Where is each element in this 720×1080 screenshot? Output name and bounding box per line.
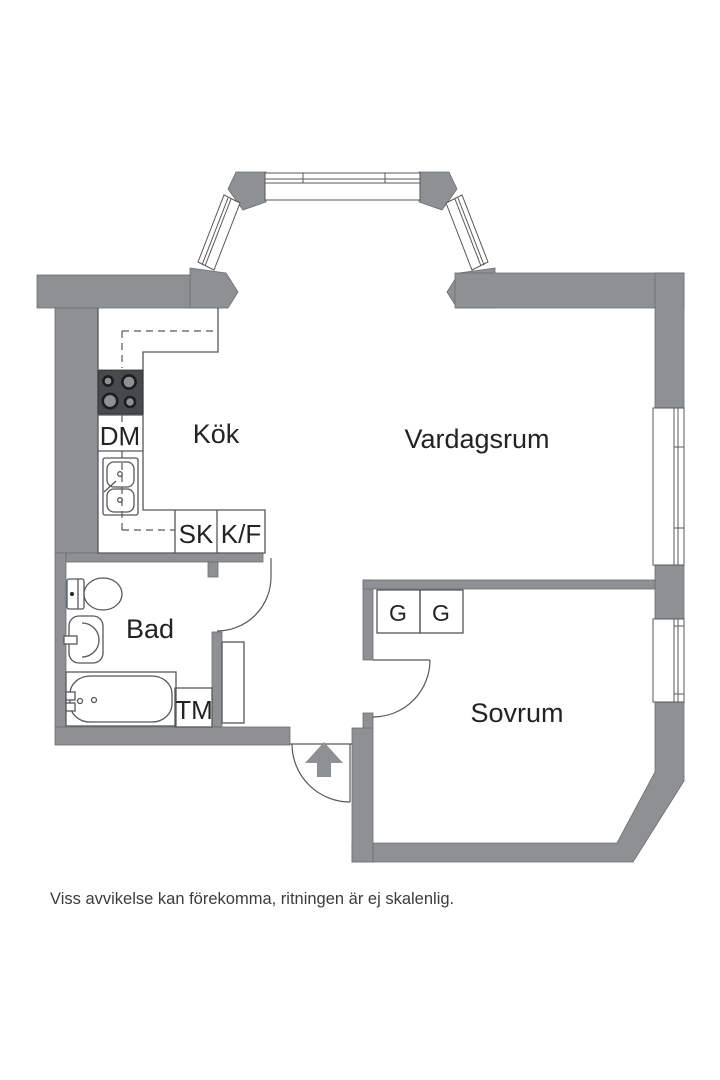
wall-right-middle-pier [654, 564, 685, 620]
wall-right-upper [654, 272, 685, 409]
bedroom-label: Sovrum [470, 698, 563, 728]
toilet-flush-button [70, 592, 74, 596]
bathtub-drain [90, 696, 98, 704]
bay-window-right-glass-line [457, 197, 485, 266]
dishwasher-label: DM [100, 421, 140, 451]
wall-bedroom-door-stub [362, 712, 374, 729]
living-room-label: Vardagsrum [404, 424, 549, 454]
entry-arrow-icon [305, 742, 343, 777]
wardrobe-left-label: G [389, 600, 407, 626]
bathroom-label: Bad [126, 614, 174, 644]
bathroom-sink-tap [63, 635, 78, 645]
wall-bedroom-left-lower [351, 727, 374, 863]
wall-bay-lower-left-block [189, 267, 239, 309]
bay-window-left-glass-line [201, 197, 229, 266]
living-room-window [652, 407, 685, 566]
sink-faucet [103, 480, 117, 493]
stove-burner-small-1 [102, 375, 114, 387]
walls [36, 171, 685, 863]
bay-window-right [445, 194, 489, 271]
bathroom-door-arc [216, 576, 272, 632]
bedroom-door-arc [372, 659, 431, 718]
bay-window-right-glass-line2 [454, 198, 482, 267]
stove-burner-large-2 [101, 392, 119, 410]
bay-window-top [264, 172, 421, 201]
wardrobe-right-label: G [432, 600, 450, 626]
kitchen-sink-bowl-bottom [106, 488, 135, 513]
kitchen-label: Kök [193, 419, 240, 449]
wall-bedroom-top-thin [362, 579, 656, 590]
disclaimer-text: Viss avvikelse kan förekomma, ritningen … [50, 890, 454, 908]
wall-bedroom-left-upper [362, 579, 374, 661]
fridge-freezer-label: K/F [221, 519, 261, 549]
stove-burner-large-1 [121, 374, 137, 390]
toilet-tank [66, 578, 85, 610]
kitchen-counter-outline [97, 308, 266, 554]
bathtub-faucet-2 [65, 702, 76, 712]
bay-window-left-glass-line2 [204, 198, 232, 267]
bathtub [69, 675, 173, 723]
wall-bathroom-right [211, 631, 223, 728]
bathroom-sink-bowl [81, 622, 100, 658]
sink-drain-top [117, 471, 123, 477]
wall-bathroom-door-stub [207, 561, 219, 578]
closet-label: SK [179, 519, 214, 549]
kitchen-fittings [97, 308, 266, 554]
toilet-bowl [83, 577, 123, 611]
washing-machine-box [174, 687, 213, 728]
entry-door-arc [291, 743, 351, 803]
wall-bathroom-top-thin [65, 552, 264, 563]
bathroom-fittings [63, 577, 213, 728]
wardrobe-right-box [419, 589, 464, 634]
wall-bottom-hall [54, 726, 291, 746]
wall-left-kitchen-thick [54, 307, 99, 554]
windows [197, 172, 685, 703]
labels: Kök Vardagsrum Bad Sovrum DM SK K/F TM G… [50, 419, 564, 908]
wall-top-right-band [454, 272, 685, 309]
bay-window-left [197, 194, 241, 271]
washing-machine-label: TM [175, 695, 213, 725]
wall-bay-top-left-block [227, 171, 267, 211]
kitchen-sink-bowl-top [106, 461, 135, 488]
bathtub-faucet-1 [65, 691, 76, 701]
hall-niche [221, 641, 245, 724]
bathtub-tap [76, 697, 84, 705]
bedroom-window [652, 618, 685, 703]
hall-bedroom-fittings [221, 589, 464, 724]
doors [216, 558, 431, 803]
stove-burner-small-2 [123, 395, 137, 409]
